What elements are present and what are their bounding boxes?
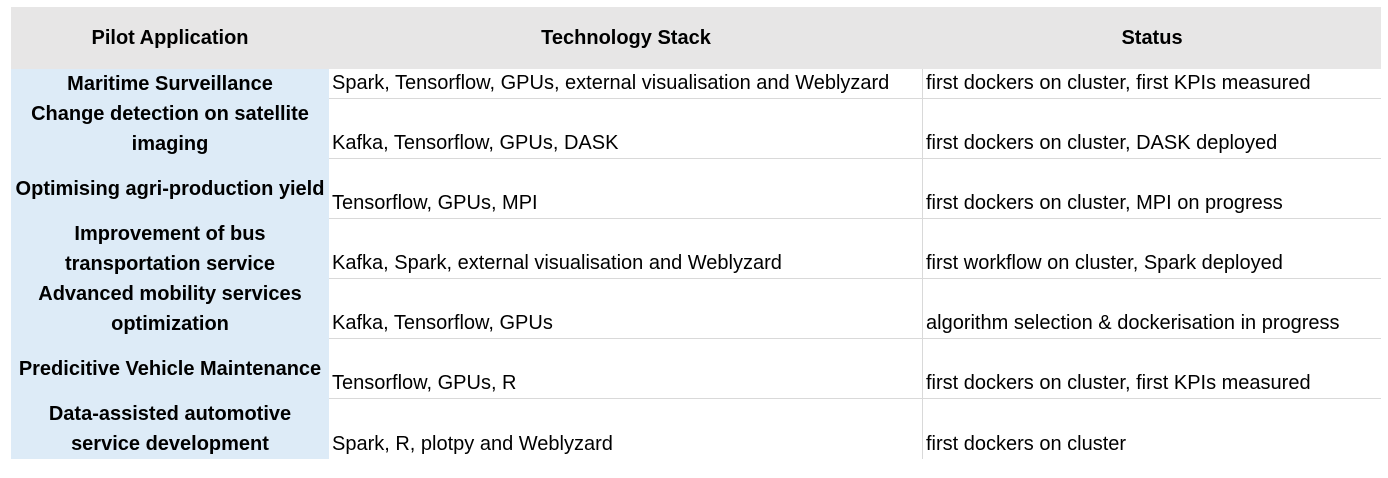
status-cell: first dockers on cluster, DASK deployed [923, 99, 1381, 159]
status-cell: first dockers on cluster, MPI on progres… [923, 159, 1381, 219]
table-row: Advanced mobility services optimization … [11, 279, 1381, 339]
table-header: Pilot Application Technology Stack Statu… [11, 7, 1381, 69]
table-row: Change detection on satellite imaging Ka… [11, 99, 1381, 159]
status-cell: first dockers on cluster, first KPIs mea… [923, 339, 1381, 399]
technology-stack-cell: Tensorflow, GPUs, R [329, 339, 923, 399]
header-technology-stack: Technology Stack [541, 26, 711, 49]
header-pilot-application: Pilot Application [91, 26, 249, 49]
pilot-application-cell: Improvement of bus transportation servic… [11, 219, 329, 279]
technology-stack-cell: Kafka, Spark, external visualisation and… [329, 219, 923, 279]
pilot-application-cell: Predicitive Vehicle Maintenance [11, 339, 329, 399]
table-row: Predicitive Vehicle Maintenance Tensorfl… [11, 339, 1381, 399]
pilot-application-cell: Advanced mobility services optimization [11, 279, 329, 339]
table-row: Maritime Surveillance Spark, Tensorflow,… [11, 69, 1381, 99]
status-cell: first dockers on cluster, first KPIs mea… [923, 69, 1381, 99]
table-row: Improvement of bus transportation servic… [11, 219, 1381, 279]
status-cell: first dockers on cluster [926, 433, 1127, 455]
status-cell: first workflow on cluster, Spark deploye… [923, 219, 1381, 279]
table-row: Data-assisted automotive service develop… [11, 399, 1381, 459]
technology-stack-cell: Spark, Tensorflow, GPUs, external visual… [329, 69, 923, 99]
header-status: Status [1121, 26, 1183, 49]
pilot-application-cell: Data-assisted automotive service develop… [11, 399, 329, 459]
pilot-application-cell: Optimising agri-production yield [11, 159, 329, 219]
technology-stack-cell: Tensorflow, GPUs, MPI [329, 159, 923, 219]
pilot-application-cell: Maritime Surveillance [11, 69, 329, 99]
technology-stack-cell: Kafka, Tensorflow, GPUs, DASK [329, 99, 923, 159]
status-cell: algorithm selection & dockerisation in p… [923, 279, 1381, 339]
pilot-table: Pilot Application Technology Stack Statu… [11, 7, 1381, 459]
technology-stack-cell: Spark, R, plotpy and Weblyzard [329, 399, 923, 459]
pilot-application-cell: Change detection on satellite imaging [11, 99, 329, 159]
table-row: Optimising agri-production yield Tensorf… [11, 159, 1381, 219]
technology-stack-cell: Kafka, Tensorflow, GPUs [329, 279, 923, 339]
